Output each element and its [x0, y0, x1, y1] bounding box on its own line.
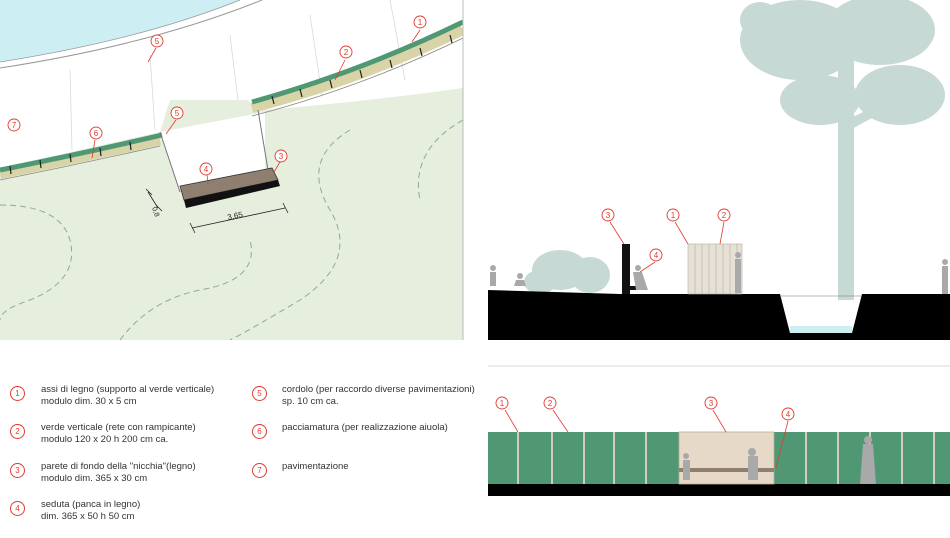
legend-badge-5: 5: [252, 386, 267, 401]
section-ground: [488, 290, 950, 340]
elevation-niche: [678, 431, 775, 485]
legend-text-5b: sp. 10 cm ca.: [282, 396, 339, 407]
svg-text:4: 4: [204, 165, 209, 174]
water-pool: [0, 0, 240, 62]
plan-callout-5b: [170, 106, 184, 120]
plan-callout-2: [339, 45, 353, 59]
plan-view: 3,65 0,8 1 2 3 4: [0, 0, 464, 340]
svg-text:2: 2: [548, 399, 553, 408]
elevation-callout-4: [781, 407, 795, 421]
svg-text:3: 3: [606, 211, 611, 220]
legend-text-4b: dim. 365 x 50 h 50 cm: [41, 511, 135, 522]
legend-badge-7: 7: [252, 463, 267, 478]
elevation-ground: [488, 484, 950, 496]
legend-text-6a: pacciamatura (per realizzazione aiuola): [282, 422, 448, 433]
legend-text-3a: parete di fondo della "nicchia"(legno): [41, 461, 196, 472]
section-green-wall: [687, 243, 743, 295]
niche-area: [160, 112, 265, 190]
section-view: 3 1 2 4: [488, 0, 950, 340]
svg-text:3: 3: [709, 399, 714, 408]
svg-text:2: 2: [722, 211, 727, 220]
plan-callout-5a: [150, 34, 164, 48]
section-callout-4: [649, 248, 663, 262]
legend-text-7a: pavimentazione: [282, 461, 349, 472]
legend-badge-4: 4: [10, 501, 25, 516]
svg-text:5: 5: [175, 109, 180, 118]
plan-callout-3: [274, 149, 288, 163]
elevation-bench: [679, 468, 774, 472]
elevation-view: 1 2 3 4: [488, 365, 950, 496]
svg-text:4: 4: [654, 251, 659, 260]
section-back-wall: [622, 244, 630, 294]
svg-text:1: 1: [418, 18, 423, 27]
elevation-callout-2: [543, 396, 557, 410]
legend-text-2a: verde verticale (rete con rampicante): [41, 422, 196, 433]
legend-badge-3: 3: [10, 463, 25, 478]
svg-text:6: 6: [94, 129, 99, 138]
legend-badge-6: 6: [252, 424, 267, 439]
tree-silhouette: [740, 0, 945, 300]
paving-area: [0, 0, 463, 168]
section-callout-3: [601, 208, 615, 222]
legend-text-1a: assi di legno (supporto al verde vertica…: [41, 384, 215, 395]
plan-dim-width: 3,65: [227, 210, 245, 222]
plan-callout-7: [7, 118, 21, 132]
plan-callout-4: [199, 162, 213, 176]
section-water: [790, 326, 852, 333]
hedge-right: [251, 19, 463, 105]
svg-text:2: 2: [344, 48, 349, 57]
legend-text-5a: cordolo (per raccordo diverse pavimentaz…: [282, 384, 475, 395]
svg-text:1: 1: [500, 399, 505, 408]
bush-left: [524, 250, 610, 294]
svg-text:5: 5: [155, 37, 160, 46]
section-callout-1: [666, 208, 680, 222]
elevation-callout-3: [704, 396, 718, 410]
elevation-callout-1: [495, 396, 509, 410]
plan-callout-1: [413, 15, 427, 29]
section-callout-2: [717, 208, 731, 222]
legend-badge-1: 1: [10, 386, 25, 401]
svg-text:7: 7: [12, 121, 17, 130]
back-wall-plan: [184, 180, 280, 208]
legend-text-3b: modulo dim. 365 x 30 cm: [41, 473, 148, 484]
plan-dim-depth: 0,8: [150, 206, 160, 218]
legend-text-2b: modulo 120 x 20 h 200 cm ca.: [41, 434, 169, 445]
legend-text-1b: modulo dim. 30 x 5 cm: [41, 396, 137, 407]
legend-badge-2: 2: [10, 424, 25, 439]
section-people: [490, 252, 948, 294]
svg-text:3: 3: [279, 152, 284, 161]
svg-text:4: 4: [786, 410, 791, 419]
elevation-people: [683, 436, 876, 484]
hedge-left: [0, 132, 163, 173]
svg-text:1: 1: [671, 211, 676, 220]
legend-text-4a: seduta (panca in legno): [41, 499, 141, 510]
plan-callout-6: [89, 126, 103, 140]
